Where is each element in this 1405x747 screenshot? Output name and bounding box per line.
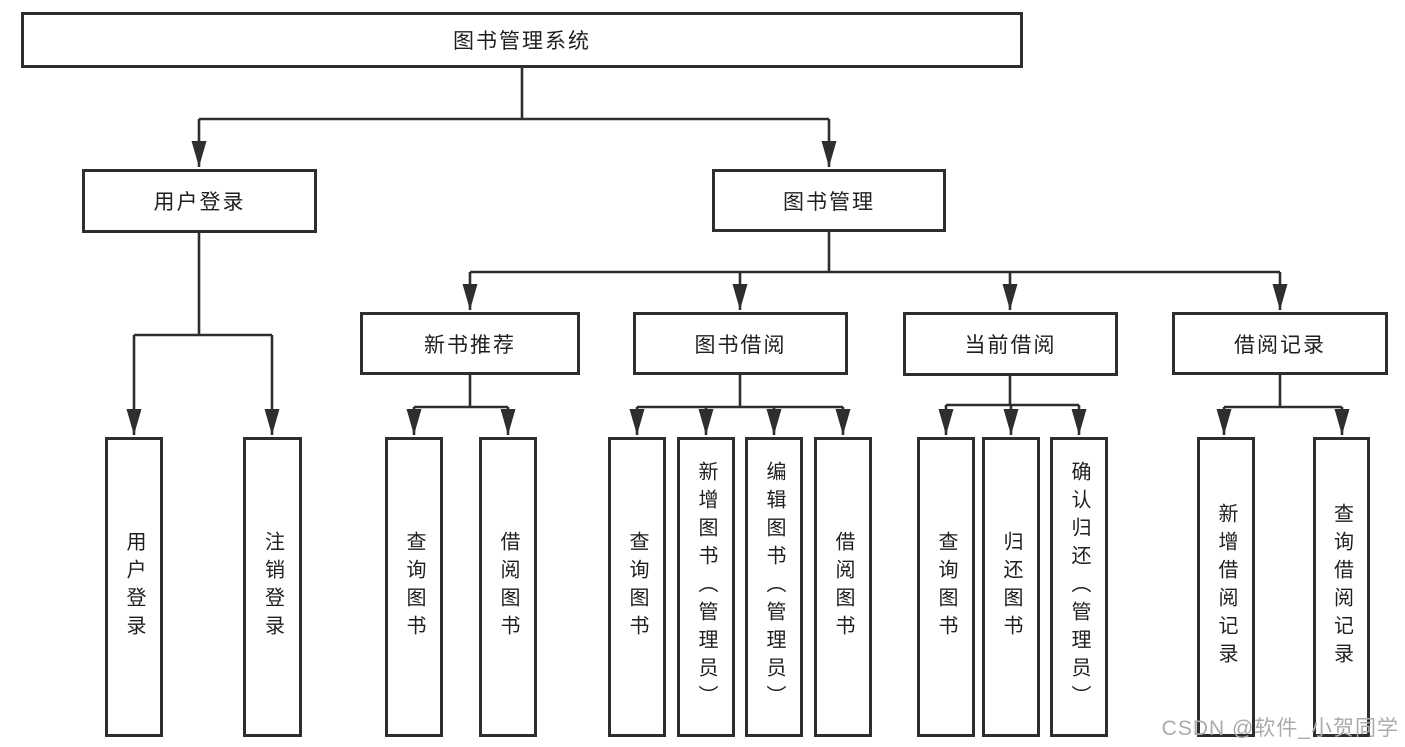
leaf-nbr-query-books: 查询图书 [385,437,443,737]
leaf-cb-return-books: 归还图书 [982,437,1040,737]
node-book-borrow: 图书借阅 [633,312,848,375]
leaf-br-query-record-label: 查询借阅记录 [1330,503,1353,671]
node-user-login: 用户登录 [82,169,317,233]
leaf-br-add-record-label: 新增借阅记录 [1215,503,1237,671]
node-book-borrow-label: 图书借阅 [694,333,787,357]
leaf-cb-return-books-label: 归还图书 [1000,531,1022,643]
leaf-bb-borrow-books: 借阅图书 [814,437,872,737]
leaf-logout-label: 注销登录 [261,531,284,643]
leaf-nbr-query-books-label: 查询图书 [403,531,425,643]
leaf-bb-borrow-books-label: 借阅图书 [832,531,854,643]
leaf-logout: 注销登录 [243,437,302,737]
leaf-bb-query-books: 查询图书 [608,437,666,737]
leaf-user-login: 用户登录 [105,437,163,737]
node-root-label: 图书管理系统 [453,30,591,53]
node-new-book-recommend: 新书推荐 [360,312,580,375]
leaf-cb-confirm-return-admin: 确认归还（管理员） [1050,437,1108,737]
node-book-management: 图书管理 [712,169,946,232]
node-new-book-recommend-label: 新书推荐 [424,333,516,357]
leaf-bb-add-book-admin: 新增图书（管理员） [677,437,735,737]
leaf-bb-edit-book-admin: 编辑图书（管理员） [745,437,803,737]
leaf-bb-edit-book-admin-label: 编辑图书（管理员） [763,461,785,713]
node-user-login-label: 用户登录 [153,191,246,214]
leaf-cb-confirm-return-admin-label: 确认归还（管理员） [1068,461,1090,713]
leaf-bb-query-books-label: 查询图书 [626,531,648,643]
node-root: 图书管理系统 [21,12,1023,68]
leaf-nbr-borrow-books: 借阅图书 [479,437,537,737]
leaf-cb-query-books: 查询图书 [917,437,975,737]
leaf-user-login-label: 用户登录 [123,531,145,643]
leaf-br-add-record: 新增借阅记录 [1197,437,1255,737]
leaf-cb-query-books-label: 查询图书 [935,531,957,643]
node-book-management-label: 图书管理 [783,190,875,214]
watermark: CSDN @软件_小贺同学 [1161,717,1399,740]
node-current-borrow-label: 当前借阅 [964,334,1057,357]
leaf-bb-add-book-admin-label: 新增图书（管理员） [695,461,717,713]
node-borrow-records: 借阅记录 [1172,312,1388,375]
leaf-nbr-borrow-books-label: 借阅图书 [497,531,519,643]
node-current-borrow: 当前借阅 [903,312,1118,376]
node-borrow-records-label: 借阅记录 [1234,333,1326,357]
leaf-br-query-record: 查询借阅记录 [1313,437,1370,737]
